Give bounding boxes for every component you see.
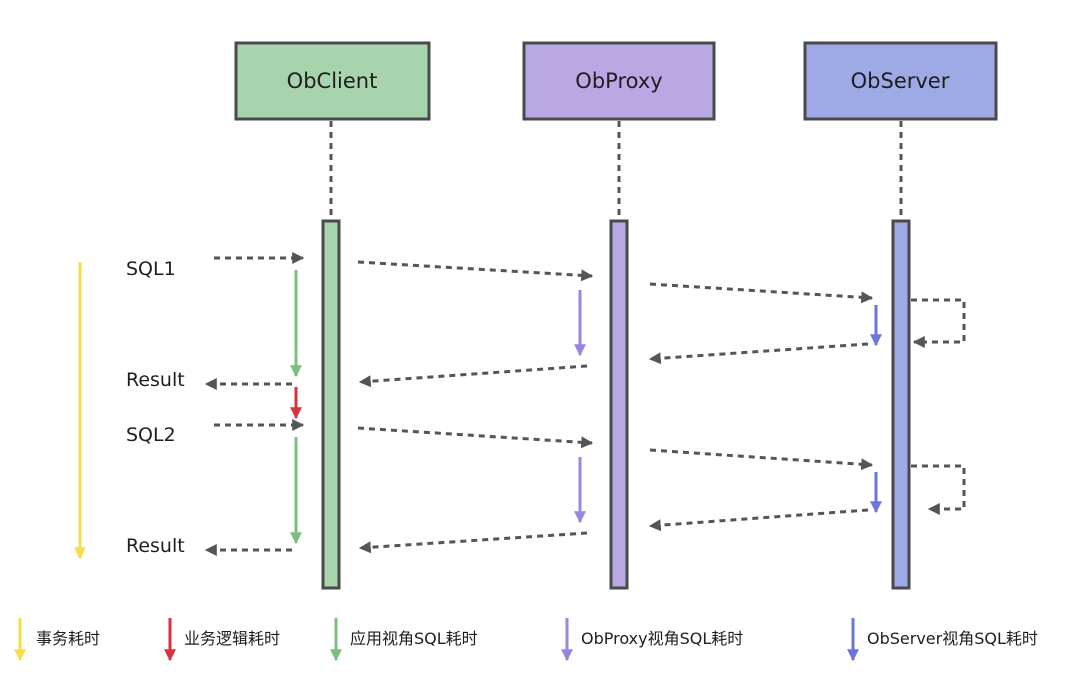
sql1-client-to-proxy-arrow: [357, 260, 594, 282]
lifeline-server: ObServer: [803, 41, 998, 590]
sql1-proxy-to-client-arrow: [358, 364, 588, 388]
activation-bar-proxy: [609, 219, 629, 590]
lifeline-client-label: ObClient: [287, 69, 378, 93]
sql1-label: SQL1: [126, 258, 176, 280]
legend-server-label: ObServer视角SQL耗时: [867, 629, 1038, 648]
sql1-server-to-proxy-arrow: [648, 342, 869, 365]
sql2-client-to-proxy-arrow: [357, 426, 594, 449]
lifeline-proxy: ObProxy: [522, 41, 716, 590]
legend-item-proxy: ObProxy视角SQL耗时: [561, 618, 743, 662]
legend: 事务耗时 业务逻辑耗时 应用视角SQL耗时 ObProxy视角SQL耗时 ObS…: [13, 618, 1038, 662]
sql1-proxy-to-server-arrow: [649, 282, 874, 304]
sql2-server-to-proxy-arrow: [648, 508, 869, 532]
legend-item-server: ObServer视角SQL耗时: [847, 618, 1038, 662]
sql2-server-self-call-arrow: [911, 464, 966, 515]
lifeline-client: ObClient: [234, 41, 431, 590]
result2-label: Result: [126, 535, 185, 557]
legend-business-label: 业务逻辑耗时: [184, 629, 280, 648]
legend-proxy-label: ObProxy视角SQL耗时: [581, 629, 743, 648]
lifeline-client-box: [234, 41, 431, 121]
lifeline-server-box: [803, 41, 998, 121]
legend-transaction-label: 事务耗时: [36, 629, 100, 648]
lifeline-proxy-label: ObProxy: [575, 69, 662, 93]
sql2-proxy-to-server-arrow: [649, 448, 874, 471]
sql2-proxy-to-client-arrow: [358, 531, 588, 554]
lifeline-server-label: ObServer: [851, 69, 950, 93]
result1-label: Result: [126, 369, 185, 391]
lifeline-proxy-box: [522, 41, 716, 121]
activation-bar-server: [891, 219, 911, 590]
sql2-label: SQL2: [126, 424, 176, 446]
activation-bar-client: [321, 219, 341, 590]
legend-item-app: 应用视角SQL耗时: [330, 618, 478, 662]
legend-item-transaction: 事务耗时: [13, 618, 100, 662]
legend-item-business: 业务逻辑耗时: [164, 618, 280, 662]
sql1-server-self-call-arrow: [911, 298, 966, 348]
legend-app-label: 应用视角SQL耗时: [350, 629, 478, 648]
